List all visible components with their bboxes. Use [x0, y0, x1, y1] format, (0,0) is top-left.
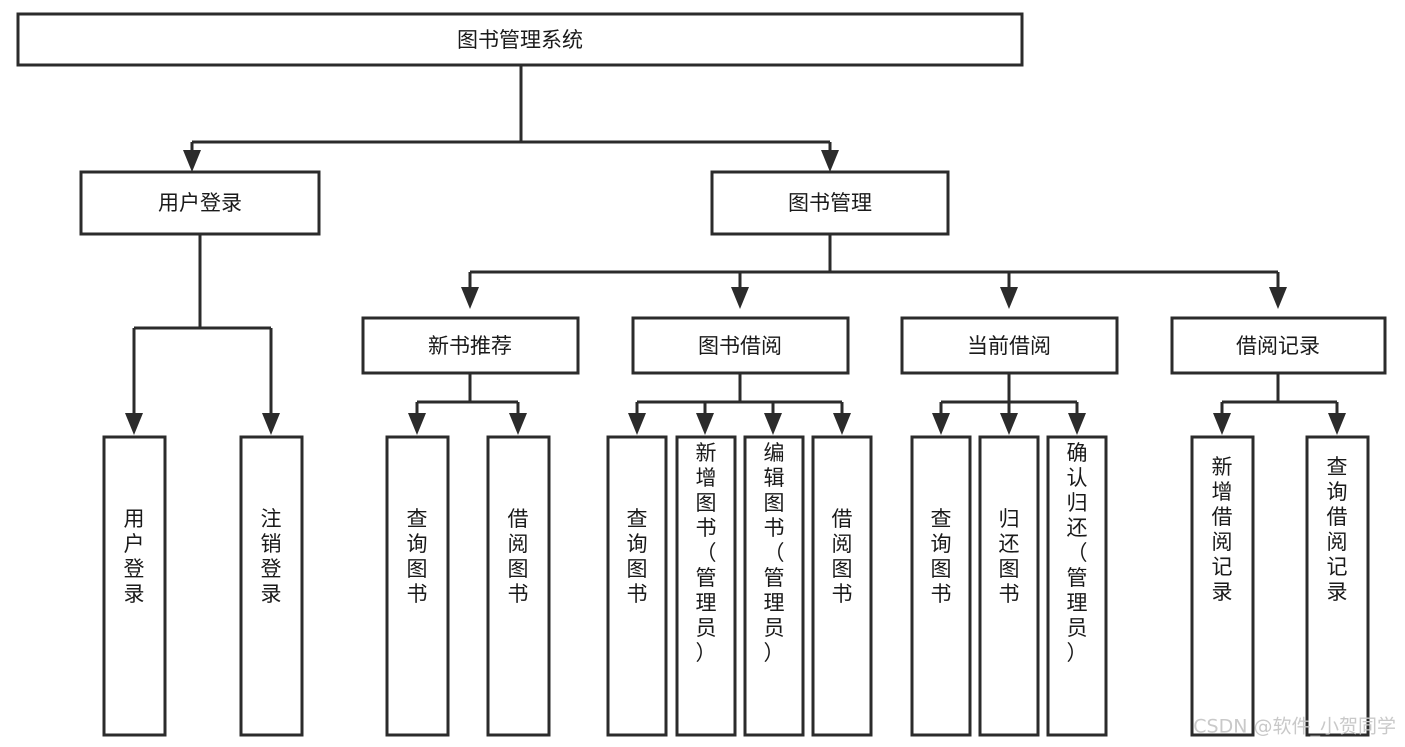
arrow-leaf-user-logout	[262, 413, 280, 435]
leaf-add-book-label: 新增图书（管理员）	[696, 441, 717, 665]
node-current-borrow-label: 当前借阅	[967, 334, 1051, 358]
node-borrow-record-box[interactable]	[1170, 316, 1387, 375]
leaf-query-book-2[interactable]: 查询图书	[606, 435, 668, 737]
arrow-to-book-manage	[821, 150, 839, 172]
node-book-borrow[interactable]: 图书借阅	[631, 316, 850, 375]
csdn-watermark: CSDN @软件_小贺同学	[1193, 716, 1396, 738]
node-current-borrow-box[interactable]	[900, 316, 1119, 375]
leaf-borrow-book-2-label: 借阅图书	[832, 507, 853, 606]
leaf-query-book-2-label: 查询图书	[627, 507, 648, 606]
leaf-edit-book[interactable]: 编辑图书（管理员）	[743, 435, 805, 737]
leaf-borrow-book-2[interactable]: 借阅图书	[811, 435, 873, 737]
node-book-manage[interactable]: 图书管理	[710, 170, 950, 236]
leaf-borrow-book-1-box[interactable]	[486, 435, 551, 737]
arrow-to-user-login	[183, 150, 201, 172]
leaf-add-record-label: 新增借阅记录	[1212, 455, 1233, 604]
node-user-login-label: 用户登录	[158, 191, 242, 215]
arrow-leaf-borrow-book-1	[509, 413, 527, 435]
node-book-borrow-box[interactable]	[631, 316, 850, 375]
leaf-edit-book-label: 编辑图书（管理员）	[764, 441, 785, 665]
arrow-leaf-add-book	[696, 413, 714, 435]
leaf-query-record-box[interactable]	[1305, 435, 1370, 737]
node-borrow-record-label: 借阅记录	[1236, 334, 1320, 358]
leaf-query-book-1-box[interactable]	[385, 435, 450, 737]
leaf-query-book-3-box[interactable]	[910, 435, 972, 737]
arrow-leaf-query-book-1	[408, 413, 426, 435]
arrow-to-new-book-recommend	[461, 287, 479, 309]
leaf-user-logout-label: 注销登录	[261, 507, 282, 606]
arrow-leaf-borrow-book-2	[833, 413, 851, 435]
leaf-query-record[interactable]: 查询借阅记录	[1305, 435, 1370, 737]
leaf-user-logout-box[interactable]	[239, 435, 304, 737]
leaf-add-record[interactable]: 新增借阅记录	[1190, 435, 1255, 737]
leaf-add-book-box[interactable]	[675, 435, 737, 737]
node-book-borrow-label: 图书借阅	[698, 334, 782, 358]
arrow-to-current-borrow	[1000, 287, 1018, 309]
leaf-add-book[interactable]: 新增图书（管理员）	[675, 435, 737, 737]
node-new-book-recommend-label: 新书推荐	[428, 334, 512, 358]
node-root-label: 图书管理系统	[457, 28, 583, 52]
node-root[interactable]: 图书管理系统	[16, 12, 1024, 67]
leaf-add-record-box[interactable]	[1190, 435, 1255, 737]
arrow-to-borrow-record	[1269, 287, 1287, 309]
leaf-query-book-1-label: 查询图书	[407, 507, 428, 606]
leaf-confirm-return[interactable]: 确认归还（管理员）	[1046, 435, 1108, 737]
arrow-to-book-borrow	[731, 287, 749, 309]
arrow-leaf-query-book-3	[932, 413, 950, 435]
arrow-leaf-confirm-return	[1068, 413, 1086, 435]
node-current-borrow[interactable]: 当前借阅	[900, 316, 1119, 375]
leaf-edit-book-box[interactable]	[743, 435, 805, 737]
leaf-borrow-book-2-box[interactable]	[811, 435, 873, 737]
arrow-leaf-query-record	[1328, 413, 1346, 435]
node-book-manage-label: 图书管理	[788, 191, 872, 215]
leaf-query-record-label: 查询借阅记录	[1327, 455, 1348, 604]
arrow-leaf-edit-book	[764, 413, 782, 435]
leaf-query-book-1[interactable]: 查询图书	[385, 435, 450, 737]
arrow-leaf-user-login	[125, 413, 143, 435]
connector-layer	[125, 65, 1346, 435]
node-user-login[interactable]: 用户登录	[79, 170, 321, 236]
node-root-box[interactable]	[16, 12, 1024, 67]
leaf-query-book-3-label: 查询图书	[931, 507, 952, 606]
leaf-user-login-label: 用户登录	[124, 507, 145, 606]
node-new-book-recommend-box[interactable]	[361, 316, 580, 375]
arrow-leaf-query-book-2	[628, 413, 646, 435]
arrow-leaf-return-book	[1000, 413, 1018, 435]
leaf-confirm-return-label: 确认归还（管理员）	[1067, 441, 1088, 665]
leaf-borrow-book-1[interactable]: 借阅图书	[486, 435, 551, 737]
leaf-user-logout[interactable]: 注销登录	[239, 435, 304, 737]
node-book-manage-box[interactable]	[710, 170, 950, 236]
leaf-return-book[interactable]: 归还图书	[978, 435, 1040, 737]
leaf-user-login[interactable]: 用户登录	[102, 435, 167, 737]
leaf-return-book-label: 归还图书	[999, 507, 1020, 606]
leaf-query-book-3[interactable]: 查询图书	[910, 435, 972, 737]
leaf-confirm-return-box[interactable]	[1046, 435, 1108, 737]
arrow-leaf-add-record	[1213, 413, 1231, 435]
node-user-login-box[interactable]	[79, 170, 321, 236]
leaf-return-book-box[interactable]	[978, 435, 1040, 737]
leaf-user-login-box[interactable]	[102, 435, 167, 737]
leaf-query-book-2-box[interactable]	[606, 435, 668, 737]
node-new-book-recommend[interactable]: 新书推荐	[361, 316, 580, 375]
leaf-borrow-book-1-label: 借阅图书	[508, 507, 529, 606]
node-borrow-record[interactable]: 借阅记录	[1170, 316, 1387, 375]
